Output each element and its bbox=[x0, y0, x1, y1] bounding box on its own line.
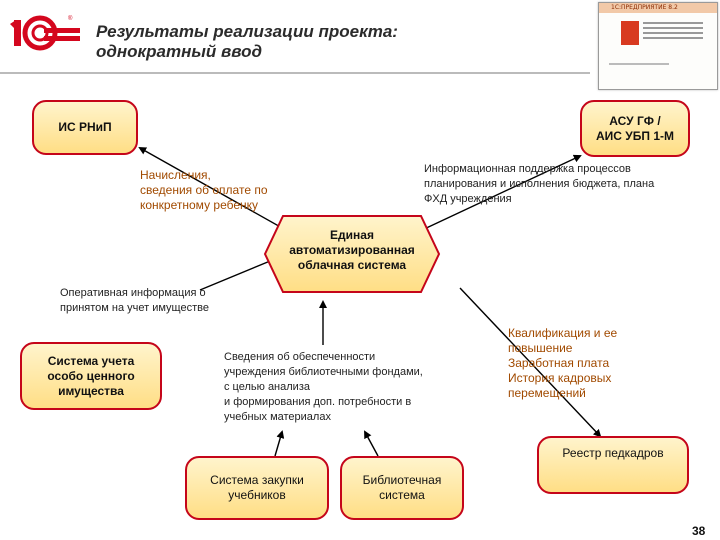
node-system-ucheta: Система учета особо ценного имущества bbox=[20, 342, 162, 410]
node-label: Система учета bbox=[47, 353, 135, 368]
center-label-3: облачная система bbox=[297, 258, 407, 272]
node-label: Библиотечная bbox=[362, 473, 442, 487]
label-svedeniya: Сведения об обеспеченности учреждения би… bbox=[224, 351, 423, 423]
thumbnail-footer-line bbox=[609, 63, 669, 65]
page-title: Результаты реализации проекта: однократн… bbox=[96, 22, 516, 62]
thumbnail-caption: 1С:ПРЕДПРИЯТИЕ 8.2 bbox=[599, 3, 717, 13]
center-label-1: Единая bbox=[330, 228, 374, 242]
page-number: 38 bbox=[692, 524, 706, 538]
label-operativnaya: Оперативная информация о принятом на уче… bbox=[60, 287, 209, 314]
arrow-biblio-up bbox=[364, 430, 379, 457]
arrow-center-to-rnip bbox=[138, 147, 301, 239]
node-zakupki: Система закупки учебников bbox=[185, 456, 329, 520]
product-thumbnail: 1С:ПРЕДПРИЯТИЕ 8.2 bbox=[598, 2, 718, 90]
arrow-zakupki-up bbox=[274, 430, 285, 457]
node-asu-gf: АСУ ГФ / АИС УБП 1-М bbox=[580, 100, 690, 157]
node-label: АИС УБП 1-М bbox=[595, 128, 674, 143]
thumbnail-red-block bbox=[621, 21, 639, 45]
node-label: ИС РНиП bbox=[58, 120, 112, 134]
label-info-support: Информационная поддержка процессов плани… bbox=[424, 163, 655, 205]
center-label-2: автоматизированная bbox=[289, 243, 415, 257]
node-label: имущества bbox=[58, 383, 124, 398]
thumbnail-text-lines bbox=[643, 19, 703, 42]
node-label: Система закупки bbox=[210, 473, 304, 487]
node-label: особо ценного bbox=[47, 368, 135, 383]
arrow-system-ucheta-to-center bbox=[199, 257, 277, 291]
arrow-center-to-asu bbox=[404, 154, 582, 239]
header-divider bbox=[0, 72, 590, 74]
node-biblio: Библиотечная система bbox=[340, 456, 464, 520]
title-line-1: Результаты реализации проекта: bbox=[96, 22, 398, 41]
node-label: АСУ ГФ / bbox=[609, 113, 661, 128]
title-line-2: однократный ввод bbox=[96, 42, 263, 61]
node-label: учебников bbox=[228, 488, 286, 502]
node-label: Реестр педкадров bbox=[562, 446, 664, 460]
svg-text:®: ® bbox=[68, 15, 73, 22]
node-label: система bbox=[379, 488, 425, 502]
1c-logo: ® bbox=[10, 15, 80, 51]
node-is-rnip: ИС РНиП bbox=[32, 100, 138, 155]
label-kvalifikaciya: Квалификация и ее повышение Заработная п… bbox=[508, 326, 618, 400]
arrow-center-to-reestr bbox=[459, 287, 602, 438]
node-reestr: Реестр педкадров bbox=[537, 436, 689, 494]
label-nachisleniya: Начисления, сведения об оплате по конкре… bbox=[140, 168, 268, 212]
center-node: Единая автоматизированная облачная систе… bbox=[263, 214, 441, 294]
